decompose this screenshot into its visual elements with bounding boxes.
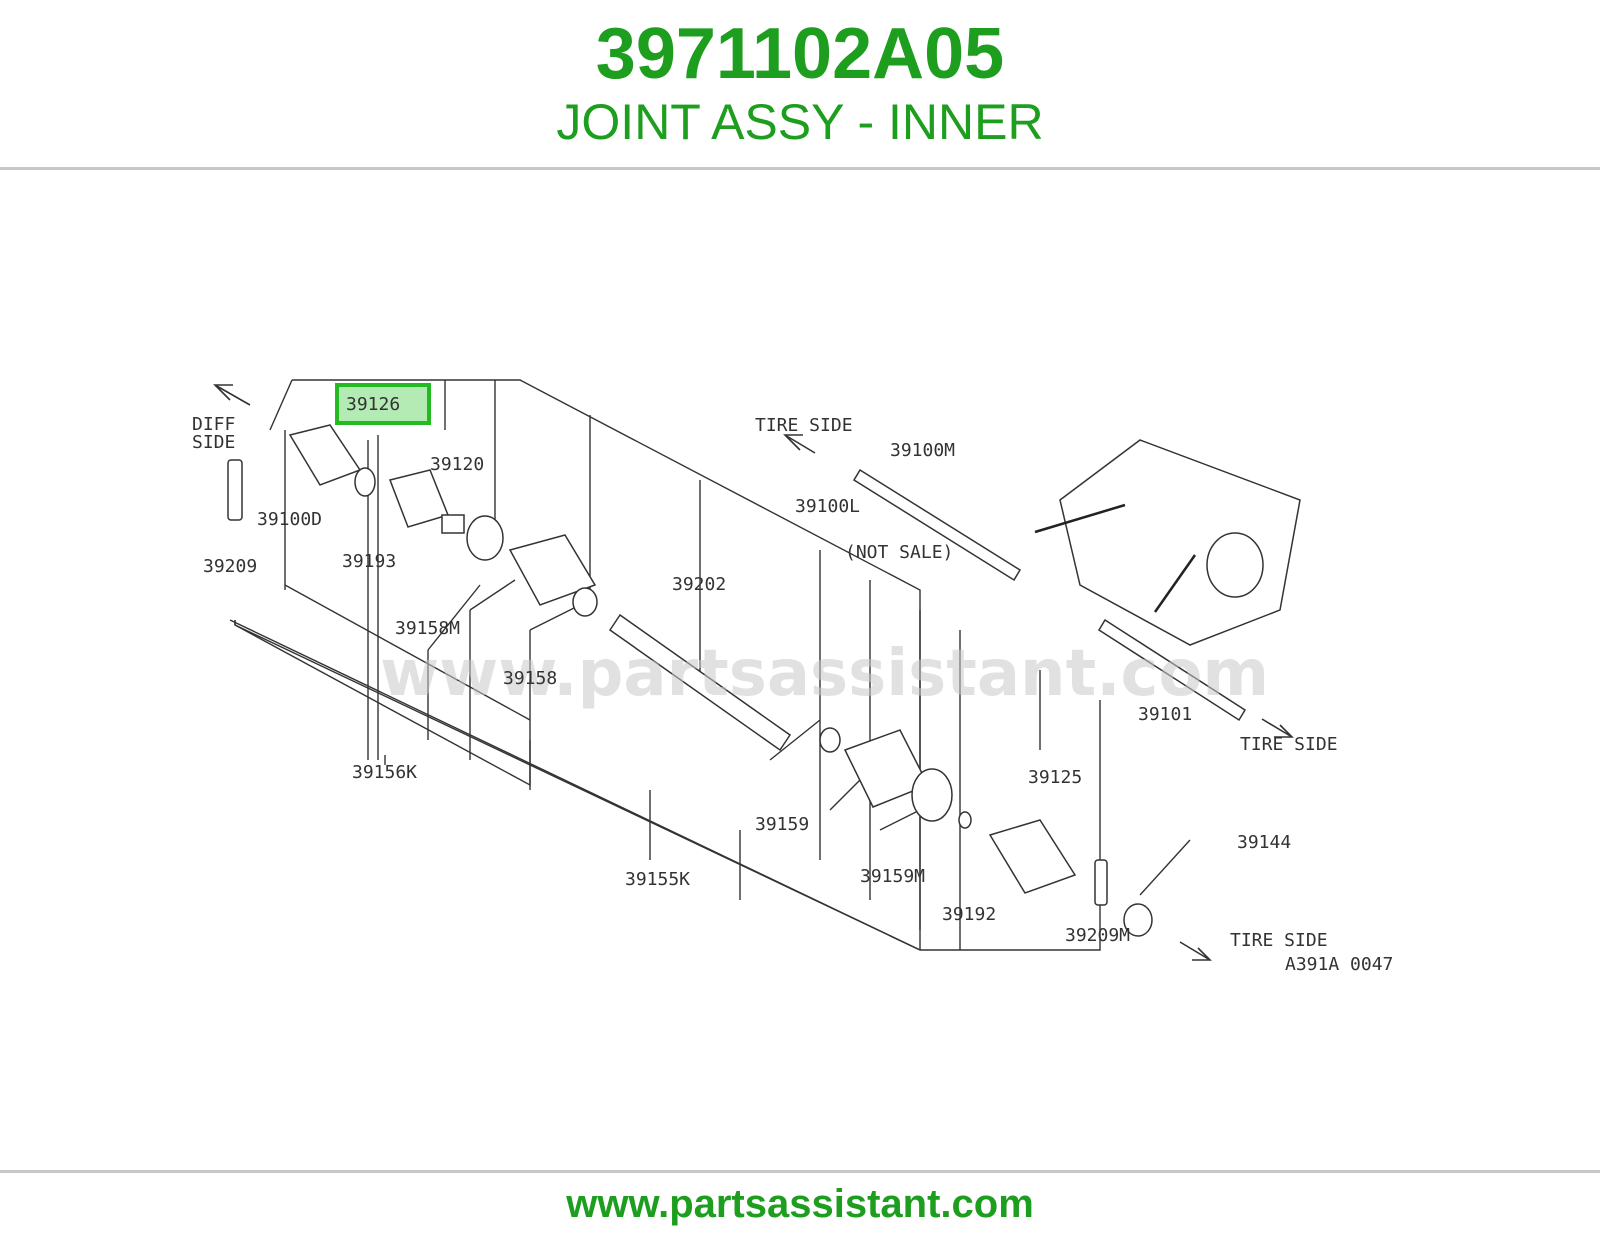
vehicle-arrow-left bbox=[1034, 503, 1126, 534]
header-divider bbox=[0, 167, 1600, 170]
callout-39126[interactable]: 39126 bbox=[346, 394, 400, 415]
shaft-39202 bbox=[608, 613, 792, 752]
cap-39144 bbox=[1123, 903, 1153, 937]
arrow-tire-side-right bbox=[1261, 718, 1294, 738]
callout-39209M[interactable]: 39209M bbox=[1065, 925, 1130, 946]
callout-39158M[interactable]: 39158M bbox=[395, 618, 460, 639]
callout-39100D[interactable]: 39100D bbox=[257, 509, 322, 530]
callout-39193[interactable]: 39193 bbox=[342, 551, 396, 572]
diagram-code: A391A 0047 bbox=[1285, 954, 1393, 975]
callout-39125[interactable]: 39125 bbox=[1028, 767, 1082, 788]
boot-39158 bbox=[508, 534, 597, 606]
vehicle-arrows bbox=[1034, 503, 1197, 613]
highlight-box[interactable] bbox=[335, 383, 431, 425]
band-39158M bbox=[466, 515, 504, 561]
arrow-tire-side-top bbox=[783, 434, 816, 454]
band-39159M bbox=[911, 768, 953, 822]
snap-ring-39193 bbox=[354, 467, 376, 497]
bolt-39209 bbox=[227, 459, 243, 521]
tire-side-label-top: TIRE SIDE bbox=[755, 415, 853, 436]
shaft-assy-39100M bbox=[852, 468, 1022, 582]
band-39158 bbox=[572, 587, 598, 617]
callout-39144[interactable]: 39144 bbox=[1237, 832, 1291, 853]
callout-39209[interactable]: 39209 bbox=[203, 556, 257, 577]
callout-39192[interactable]: 39192 bbox=[942, 904, 996, 925]
callout-39202[interactable]: 39202 bbox=[672, 574, 726, 595]
tire-side-label-bottom: TIRE SIDE bbox=[1230, 930, 1328, 951]
footer-divider bbox=[0, 1170, 1600, 1173]
diagram-drawing: www.partsassistant.com 39126 39120 39100… bbox=[192, 379, 1393, 975]
snap-ring-39192 bbox=[958, 811, 972, 829]
callout-39158[interactable]: 39158 bbox=[503, 668, 557, 689]
vehicle-arrow-down bbox=[1153, 554, 1197, 613]
callout-39156K[interactable]: 39156K bbox=[352, 762, 417, 783]
callout-39159M[interactable]: 39159M bbox=[860, 866, 925, 887]
arrow-tire-side-bottom bbox=[1179, 941, 1212, 961]
shaft-assy-39101 bbox=[1097, 618, 1247, 722]
callout-39100M[interactable]: 39100M bbox=[890, 440, 955, 461]
tire-side-label-right: TIRE SIDE bbox=[1240, 734, 1338, 755]
parts-diagram: www.partsassistant.com 39126 39120 39100… bbox=[180, 340, 1420, 1010]
vehicle-wheel bbox=[1206, 532, 1264, 598]
callout-39155K[interactable]: 39155K bbox=[625, 869, 690, 890]
watermark: www.partsassistant.com bbox=[380, 637, 1269, 711]
callout-39101[interactable]: 39101 bbox=[1138, 704, 1192, 725]
housing-39100D bbox=[288, 424, 362, 486]
diff-side-label-2: SIDE bbox=[192, 432, 235, 453]
footer-url[interactable]: www.partsassistant.com bbox=[566, 1182, 1034, 1226]
part-name: JOINT ASSY - INNER bbox=[556, 94, 1044, 150]
spider-assy-39126 bbox=[388, 469, 450, 528]
outer-joint-39125 bbox=[988, 819, 1077, 894]
band-39159 bbox=[819, 727, 841, 753]
not-sale-label: (NOT SALE) bbox=[845, 542, 953, 563]
callout-39159[interactable]: 39159 bbox=[755, 814, 809, 835]
callout-39120[interactable]: 39120 bbox=[430, 454, 484, 475]
vehicle-outline bbox=[1059, 439, 1301, 646]
diagram-linework bbox=[229, 379, 1191, 951]
callout-39100L[interactable]: 39100L bbox=[795, 496, 860, 517]
bolt-39209M bbox=[1094, 859, 1108, 906]
diff-side-label-1: DIFF bbox=[192, 414, 235, 435]
page-header: 3971102A05 JOINT ASSY - INNER bbox=[0, 0, 1600, 168]
part-number: 3971102A05 bbox=[595, 14, 1005, 94]
roller-39120 bbox=[441, 514, 465, 534]
arrow-diff-side bbox=[213, 384, 251, 406]
direction-arrows bbox=[213, 384, 1294, 961]
parts-shapes bbox=[227, 424, 1301, 937]
